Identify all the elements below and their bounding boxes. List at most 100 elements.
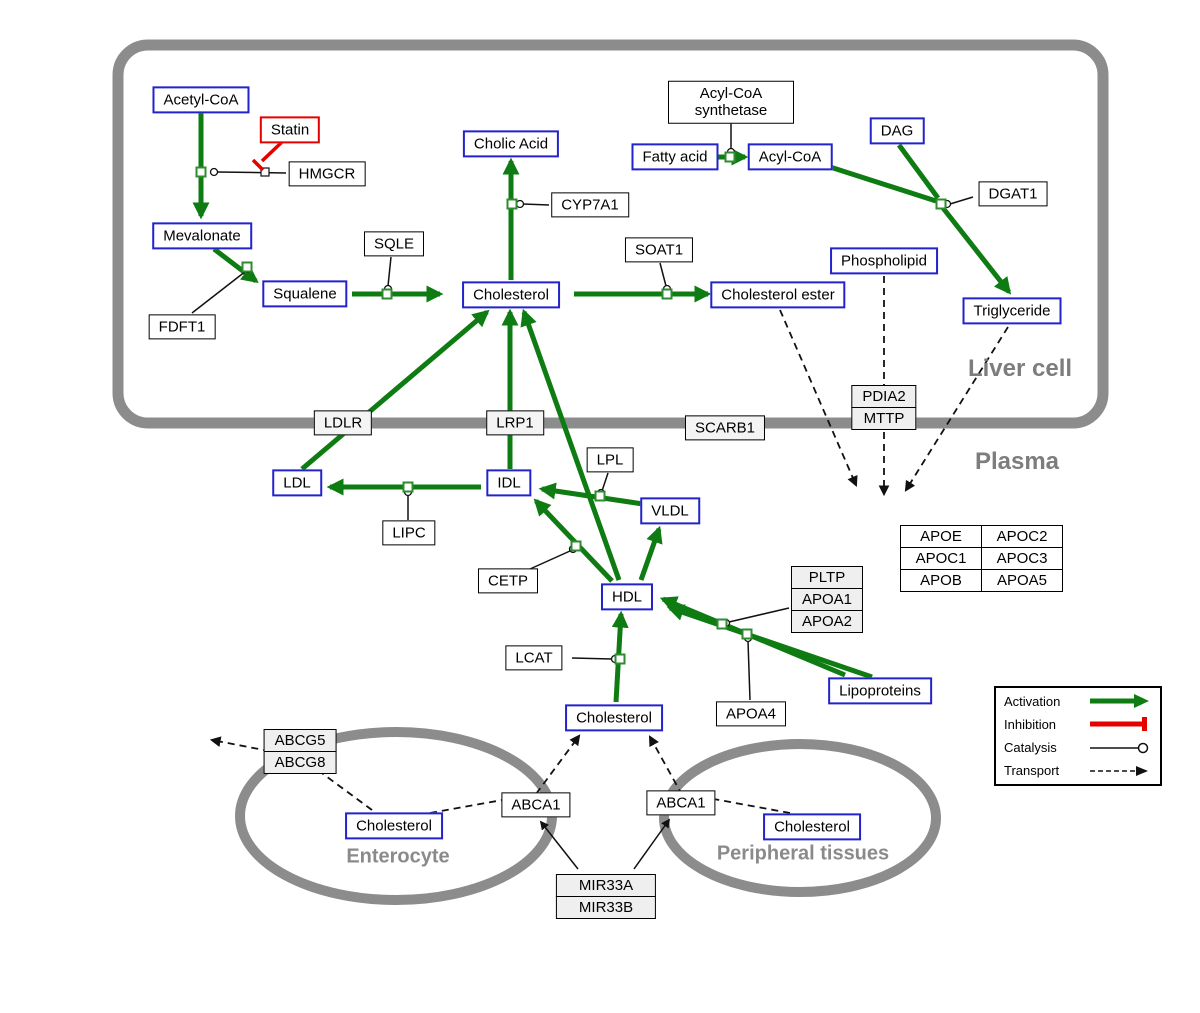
edge-dgat1-catalysis <box>949 196 974 205</box>
legend-row-catalysis: Catalysis <box>1004 740 1152 756</box>
node-cholic-acid[interactable]: Cholic Acid <box>462 130 560 158</box>
node-abcg5[interactable]: ABCG5 <box>263 729 337 752</box>
node-idl[interactable]: IDL <box>486 469 532 497</box>
node-apoc3[interactable]: APOC3 <box>981 547 1063 570</box>
node-mttp[interactable]: MTTP <box>851 407 917 430</box>
stack-pdia2-mttp: PDIA2 MTTP <box>851 385 917 430</box>
edge-pltp-catalysis <box>728 607 790 623</box>
legend-transport-label: Transport <box>1004 763 1060 779</box>
legend-inhibition-label: Inhibition <box>1004 716 1057 732</box>
liver-cell-membrane <box>112 39 1109 429</box>
edge-cholesterolester-plasma <box>779 309 858 487</box>
node-mir33a[interactable]: MIR33A <box>555 874 657 897</box>
node-apoe[interactable]: APOE <box>900 525 982 548</box>
node-ldlr[interactable]: LDLR <box>313 410 373 436</box>
edge-lipoproteins-hdl-2 <box>666 604 873 680</box>
node-phospholipid[interactable]: Phospholipid <box>830 247 938 275</box>
node-cetp[interactable]: CETP <box>477 568 539 594</box>
reaction-node-squares <box>195 151 947 665</box>
edge-apoa4-catalysis <box>747 640 751 701</box>
inhibition-edge-statin-hmgcr <box>251 140 284 172</box>
node-soat1[interactable]: SOAT1 <box>624 237 694 263</box>
inhibition-tbar-icon <box>1090 717 1147 732</box>
edge-cyp7a1-catalysis <box>522 203 550 206</box>
node-cholesterol-enterocyte[interactable]: Cholesterol <box>345 812 443 840</box>
node-cyp7a1[interactable]: CYP7A1 <box>551 192 629 218</box>
edge-dag-junction <box>896 143 941 200</box>
node-scarb1[interactable]: SCARB1 <box>684 415 766 441</box>
node-dag[interactable]: DAG <box>869 117 925 145</box>
liver-cell-label: Liver cell <box>967 355 1073 382</box>
legend-row-activation: Activation <box>1004 693 1152 709</box>
node-lrp1[interactable]: LRP1 <box>486 410 544 436</box>
node-apoa1[interactable]: APOA1 <box>790 588 864 611</box>
legend-row-transport: Transport <box>1004 763 1152 779</box>
edge-lcat-catalysis <box>571 657 613 660</box>
node-apoa5[interactable]: APOA5 <box>981 569 1063 592</box>
node-lcat[interactable]: LCAT <box>505 645 563 671</box>
node-apob[interactable]: APOB <box>900 569 982 592</box>
edge-acylcoa-junction <box>826 163 937 204</box>
regulation-edges <box>539 818 671 870</box>
catalysis-edges <box>191 119 974 701</box>
edge-mir33-abca1-enterocyte <box>539 820 579 870</box>
enterocyte-label: Enterocyte <box>346 845 450 868</box>
node-squalene[interactable]: Squalene <box>262 280 348 308</box>
node-acyl-coa-synthetase[interactable]: Acyl-CoA synthetase <box>668 80 794 124</box>
node-hmgcr[interactable]: HMGCR <box>288 161 366 187</box>
node-abcg8[interactable]: ABCG8 <box>263 751 337 774</box>
node-abca1-peripheral[interactable]: ABCA1 <box>646 790 716 816</box>
node-statin[interactable]: Statin <box>259 116 321 144</box>
node-cholesterol-peripheral[interactable]: Cholesterol <box>763 813 861 841</box>
node-cholesterol-plasma[interactable]: Cholesterol <box>565 704 663 732</box>
node-cholesterol-ester[interactable]: Cholesterol ester <box>710 281 846 309</box>
activation-edges <box>192 113 1012 703</box>
node-hdl[interactable]: HDL <box>600 583 654 611</box>
node-pdia2[interactable]: PDIA2 <box>851 385 917 408</box>
apolipoprotein-table: APOE APOC2 APOC1 APOC3 APOB APOA5 <box>900 525 1063 592</box>
node-abca1-enterocyte[interactable]: ABCA1 <box>501 792 571 818</box>
node-apoa4[interactable]: APOA4 <box>715 701 787 727</box>
node-fatty-acid[interactable]: Fatty acid <box>631 143 719 171</box>
inhibition-target-square <box>260 167 270 177</box>
edge-mevalonate-squalene <box>212 247 259 284</box>
node-acetyl-coa[interactable]: Acetyl-CoA <box>152 86 250 114</box>
node-triglyceride[interactable]: Triglyceride <box>962 297 1062 325</box>
legend: Activation Inhibition Catalysis Transpor… <box>994 686 1162 786</box>
node-lipc[interactable]: LIPC <box>382 520 436 546</box>
node-lpl[interactable]: LPL <box>586 447 634 473</box>
node-mevalonate[interactable]: Mevalonate <box>152 222 252 250</box>
edge-mir33-abca1-peripheral <box>633 818 671 870</box>
edge-junction-triglyceride <box>941 206 1012 295</box>
edge-cetp-catalysis <box>529 550 571 570</box>
edge-hmgcr-catalysis <box>217 171 287 174</box>
edge-soat1-catalysis <box>659 262 667 287</box>
edge-vldl-idl <box>538 482 644 507</box>
peripheral-tissues-membrane <box>659 739 941 897</box>
node-vldl[interactable]: VLDL <box>640 497 700 525</box>
edge-hdl-cholesterol <box>520 308 622 581</box>
stack-pltp-apoa: PLTP APOA1 APOA2 <box>790 566 864 633</box>
node-sqle[interactable]: SQLE <box>363 231 425 257</box>
node-apoc2[interactable]: APOC2 <box>981 525 1063 548</box>
node-dgat1[interactable]: DGAT1 <box>978 181 1048 207</box>
transport-dashed-arrow-icon <box>1090 765 1148 776</box>
peripheral-tissues-label: Peripheral tissues <box>716 842 890 865</box>
plasma-label: Plasma <box>974 448 1060 475</box>
node-apoa2[interactable]: APOA2 <box>790 610 864 633</box>
node-pltp[interactable]: PLTP <box>790 566 864 589</box>
node-fdft1[interactable]: FDFT1 <box>148 314 216 340</box>
node-mir33b[interactable]: MIR33B <box>555 896 657 919</box>
node-cholesterol-liver[interactable]: Cholesterol <box>462 281 560 309</box>
node-lipoproteins[interactable]: Lipoproteins <box>828 677 932 705</box>
legend-catalysis-label: Catalysis <box>1004 740 1057 756</box>
edge-hdl-vldl <box>638 525 663 581</box>
node-apoc1[interactable]: APOC1 <box>900 547 982 570</box>
node-acyl-coa[interactable]: Acyl-CoA <box>747 143 833 171</box>
edge-sqle-catalysis <box>387 256 392 287</box>
edge-fdft1-catalysis <box>191 270 247 314</box>
node-ldl[interactable]: LDL <box>272 469 322 497</box>
edge-ldl-cholesterol <box>300 309 490 471</box>
